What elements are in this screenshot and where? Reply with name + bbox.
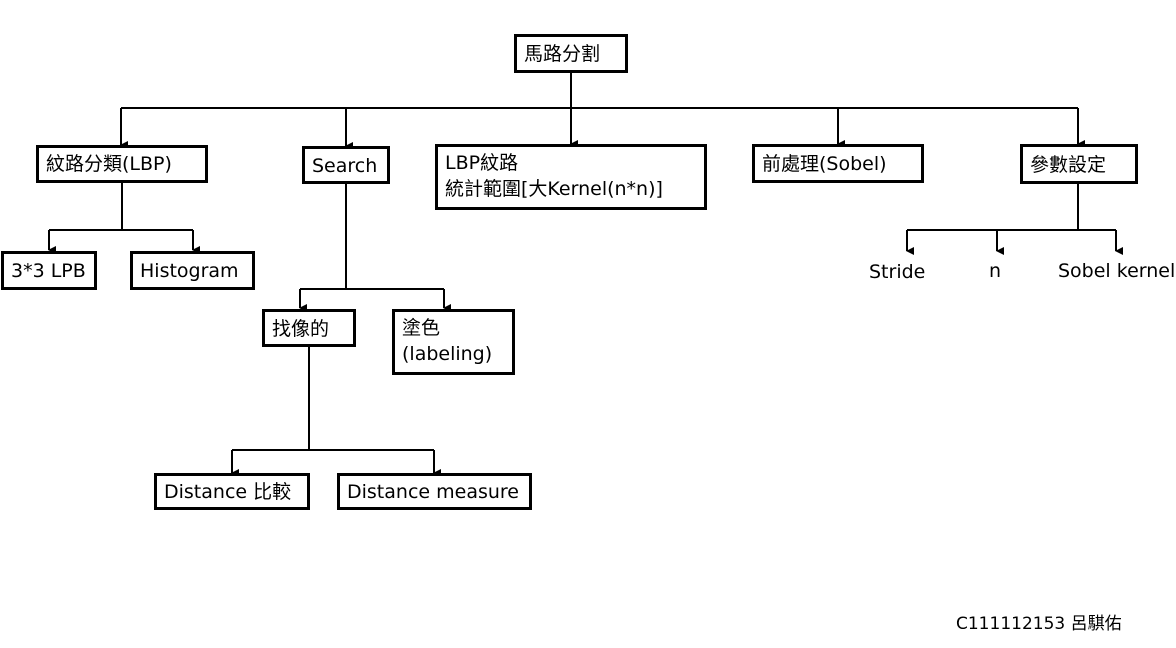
coloring-label-line1: 塗色 xyxy=(402,317,441,339)
search-label: Search xyxy=(312,155,378,177)
preprocessing-node: 前處理(Sobel) xyxy=(752,144,924,183)
find-similar-node: 找像的 xyxy=(262,309,356,347)
histogram-node: Histogram xyxy=(130,251,255,290)
lbp-3x3-label: 3*3 LPB xyxy=(11,260,86,282)
lbp-stats-label-line1: LBP紋路 xyxy=(445,152,519,174)
param-sobel-kernel-label: Sobel kernel xyxy=(1058,260,1176,282)
param-stride-label: Stride xyxy=(869,261,926,283)
coloring-node: 塗色 (labeling) xyxy=(392,309,515,375)
parameters-node: 參數設定 xyxy=(1020,144,1138,184)
lbp-stats-node: LBP紋路 統計範圍[大Kernel(n*n)] xyxy=(435,144,707,210)
param-n-label: n xyxy=(989,260,1002,282)
texture-classification-node: 紋路分類(LBP) xyxy=(36,145,208,183)
distance-measure-node: Distance measure xyxy=(337,473,532,510)
root-node: 馬路分割 xyxy=(514,34,628,73)
distance-compare-node: Distance 比較 xyxy=(154,473,310,510)
root-node-label: 馬路分割 xyxy=(524,43,601,65)
preprocessing-label: 前處理(Sobel) xyxy=(762,153,887,175)
distance-measure-label: Distance measure xyxy=(347,481,519,503)
find-similar-label: 找像的 xyxy=(272,318,330,340)
coloring-label-line2: (labeling) xyxy=(402,343,493,365)
histogram-label: Histogram xyxy=(140,260,239,282)
lbp-stats-label-line2: 統計範圍[大Kernel(n*n)] xyxy=(445,178,663,200)
texture-classification-label: 紋路分類(LBP) xyxy=(46,153,172,175)
distance-compare-label: Distance 比較 xyxy=(164,481,292,503)
search-node: Search xyxy=(302,146,390,184)
parameters-label: 參數設定 xyxy=(1030,154,1107,176)
lbp-3x3-node: 3*3 LPB xyxy=(1,251,97,290)
author-id-label: C111112153 呂騏佑 xyxy=(956,614,1122,634)
